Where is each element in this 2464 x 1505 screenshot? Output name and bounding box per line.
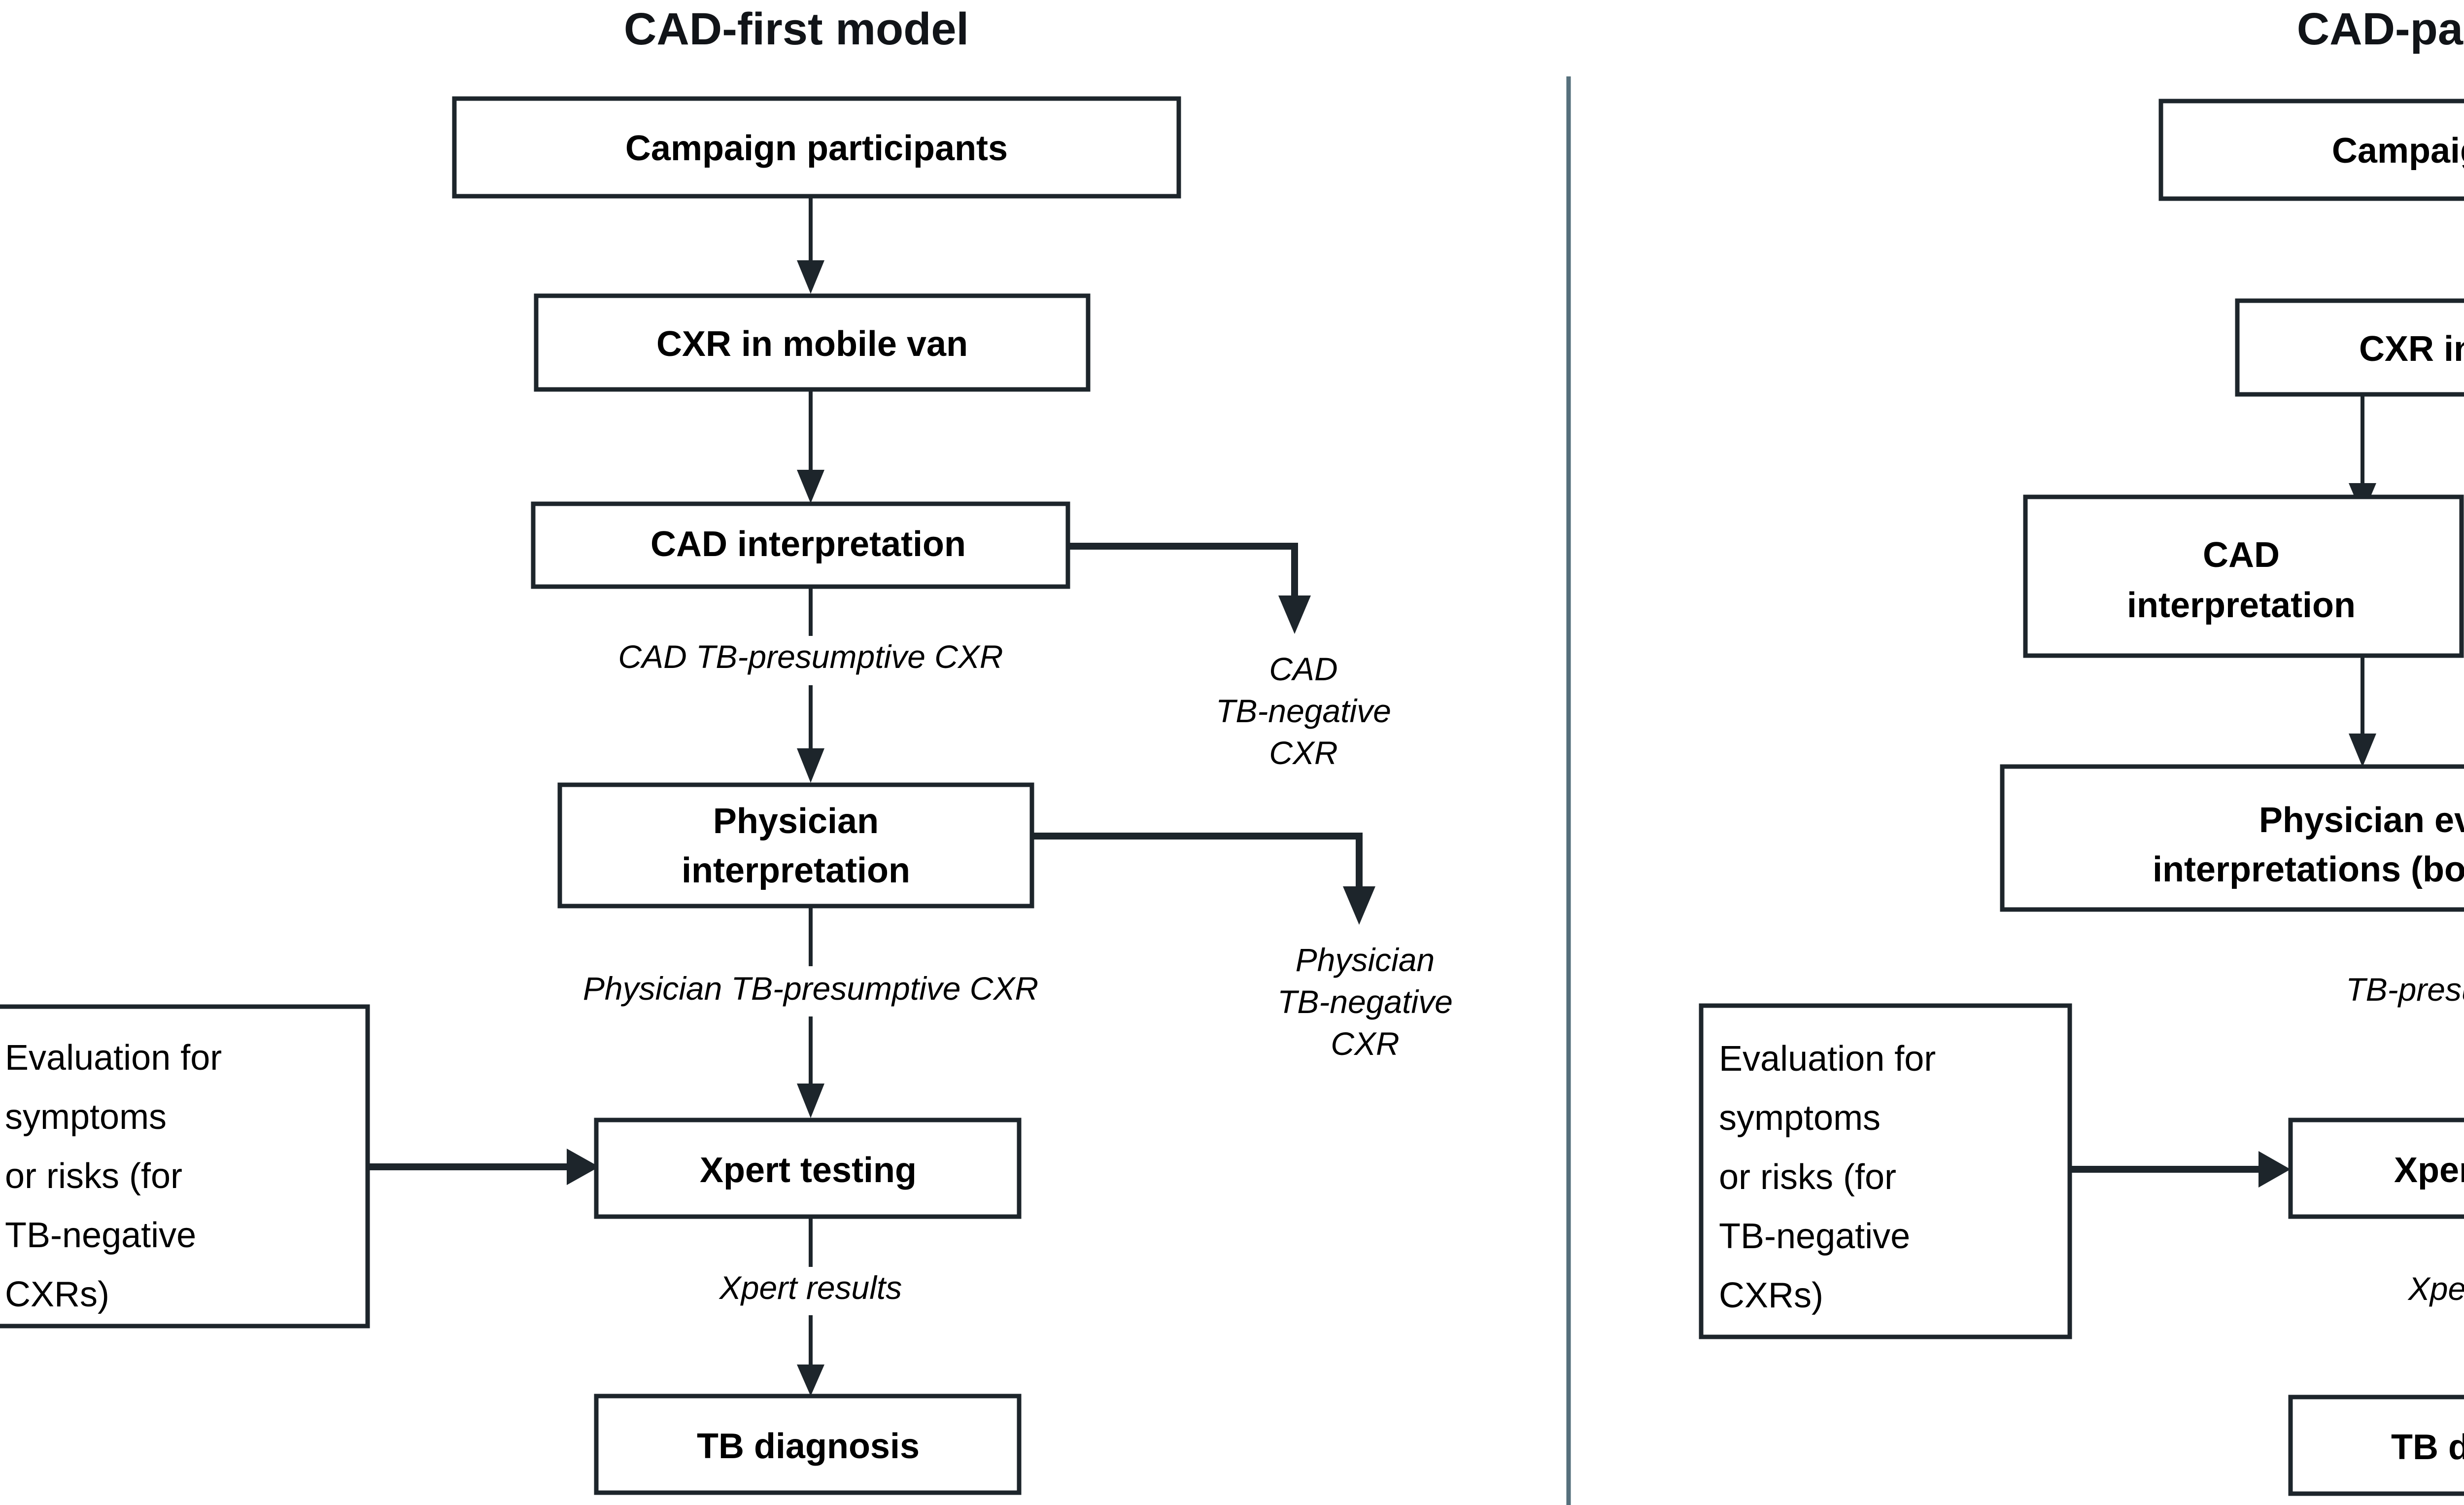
node-evaluation-symptoms-right-line2: symptoms <box>1719 1098 1881 1138</box>
arrowhead-cad-tb-negative-left <box>1278 595 1311 634</box>
node-physician-evaluation-cxr-line2: interpretations (both physician and CAD) <box>2153 850 2464 889</box>
node-cxr-mobile-van-right-label: CXR in mobile van <box>2359 329 2464 369</box>
edge-label-physician-tb-negative-line3: CXR <box>1331 1025 1399 1062</box>
edge-cad-tb-negative-left <box>1068 543 1298 596</box>
node-evaluation-symptoms-right-line1: Evaluation for <box>1719 1039 1936 1079</box>
arrowhead-evaluation-to-xpert-right <box>2259 1151 2291 1188</box>
node-xpert-testing-right <box>2288 1118 2464 1219</box>
edge-physician-tb-negative-left <box>1032 833 1363 887</box>
node-physician-interpretation-left-label-line1: Physician <box>713 802 879 841</box>
node-cad-interpretation-right-line2: interpretation <box>2127 586 2356 625</box>
node-evaluation-symptoms-right-line3: or risks (for <box>1719 1157 1896 1197</box>
edge-label-physician-tb-negative-line1: Physician <box>1296 942 1435 978</box>
arrowhead-physician-tb-negative-left <box>1343 886 1375 925</box>
node-xpert-testing-left <box>594 1118 1022 1219</box>
node-cxr-mobile-van-left-label: CXR in mobile van <box>656 324 968 364</box>
node-evaluation-symptoms-left-line2: symptoms <box>5 1097 167 1137</box>
node-cad-interpretation-left <box>531 501 1070 589</box>
node-campaign-participants-left-label: Campaign participants <box>625 129 1008 168</box>
arrowhead-campaign-to-cxr-left <box>797 260 824 294</box>
node-evaluation-symptoms-right <box>1699 1003 2072 1339</box>
edge-label-cad-tb-negative-line3: CXR <box>1269 735 1337 771</box>
node-cxr-mobile-van-right <box>2235 298 2464 397</box>
node-physician-evaluation-cxr-right <box>2000 764 2464 912</box>
node-cxr-mobile-van-left <box>534 293 1091 392</box>
node-evaluation-symptoms-left-line3: or risks (for <box>5 1156 182 1196</box>
node-xpert-testing-right-label: Xpert testing <box>2394 1151 2464 1190</box>
node-evaluation-symptoms-right-line5: CXRs) <box>1719 1276 1823 1315</box>
node-evaluation-symptoms-left-line1: Evaluation for <box>5 1038 222 1078</box>
node-tb-diagnosis-left <box>594 1394 1022 1495</box>
node-campaign-participants-right-label: Campaign participants <box>2332 131 2464 171</box>
arrowhead-cad-to-evaluation-right <box>2349 734 2376 767</box>
arrowhead-physician-to-xpert-left <box>797 1084 824 1118</box>
node-tb-diagnosis-right-label: TB diagnosis <box>2391 1428 2464 1467</box>
node-evaluation-symptoms-left-line5: CXRs) <box>5 1275 109 1314</box>
node-cad-interpretation-right <box>2023 494 2464 658</box>
edge-label-physician-tb-presumptive: Physician TB-presumptive CXR <box>583 970 1038 1007</box>
node-evaluation-symptoms-left <box>0 1004 370 1329</box>
node-evaluation-symptoms-left-line4: TB-negative <box>5 1216 196 1255</box>
node-physician-interpretation-left-label-line2: interpretation <box>682 851 910 890</box>
node-physician-interpretation-left <box>557 782 1034 909</box>
edge-label-cad-tb-negative-line2: TB-negative <box>1216 693 1391 729</box>
node-evaluation-symptoms-right-line4: TB-negative <box>1719 1217 1910 1256</box>
edge-label-xpert-results-right: Xpert results <box>2407 1270 2464 1307</box>
edge-label-cad-tb-negative-line1: CAD <box>1269 651 1337 687</box>
arrowhead-xpert-to-tb-left <box>797 1365 824 1396</box>
node-xpert-testing-left-label: Xpert testing <box>700 1151 917 1190</box>
panel-title-cad-first: CAD-first model <box>624 4 969 54</box>
arrowhead-evaluation-to-xpert-left <box>567 1149 599 1185</box>
node-physician-evaluation-cxr-line1: Physician evaluation of CXR <box>2259 801 2464 840</box>
edge-label-xpert-results-left: Xpert results <box>719 1269 902 1306</box>
arrowhead-cxr-to-cad-left <box>797 470 824 503</box>
arrowhead-cad-to-physician-left <box>797 748 824 783</box>
node-cad-interpretation-right-line1: CAD <box>2203 535 2280 575</box>
node-campaign-participants-left <box>452 96 1181 199</box>
node-cad-interpretation-left-label: CAD interpretation <box>650 525 966 564</box>
panel-title-cad-parallel: CAD-parallel model <box>2297 4 2464 54</box>
edge-label-physician-tb-negative-line2: TB-negative <box>1277 983 1453 1020</box>
node-tb-diagnosis-right <box>2288 1395 2464 1496</box>
edge-label-tb-presumptive-right: TB-presumptive CXR <box>2346 971 2464 1008</box>
node-campaign-participants-right <box>2158 99 2464 201</box>
edge-label-cad-tb-presumptive: CAD TB-presumptive CXR <box>618 638 1003 675</box>
node-tb-diagnosis-left-label: TB diagnosis <box>697 1427 920 1466</box>
